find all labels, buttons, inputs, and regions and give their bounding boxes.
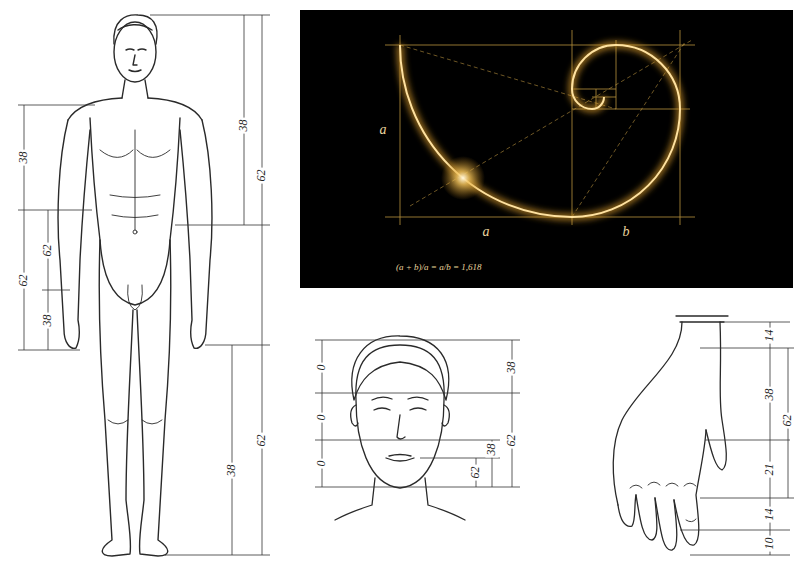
golden-spiral	[400, 45, 680, 217]
segment-letter: a	[380, 122, 387, 137]
ratio-formula: (a + b)/a = a/b = 1,618	[396, 263, 481, 273]
body-figure	[58, 15, 212, 556]
proportion-number: 21	[763, 461, 776, 477]
proportion-number: 62	[41, 242, 54, 258]
proportion-number: 38	[41, 312, 54, 328]
proportion-number: 62	[505, 432, 518, 448]
proportion-number: 0	[315, 458, 328, 468]
proportion-number: 38	[225, 462, 238, 478]
proportion-number: 38	[17, 149, 30, 165]
body-dimension-lines	[18, 15, 270, 555]
guide-lines	[385, 30, 695, 225]
golden-spiral-art	[300, 10, 793, 288]
proportion-number: 62	[17, 272, 30, 288]
segment-letter: b	[623, 224, 630, 239]
proportion-number: 62	[469, 464, 482, 480]
proportion-number: 62	[255, 167, 268, 183]
proportion-number: 0	[315, 412, 328, 422]
proportion-number: 0	[315, 362, 328, 372]
proportion-number: 38	[505, 359, 518, 375]
proportion-number: 62	[255, 432, 268, 448]
proportion-number: 62	[781, 412, 794, 428]
glow-point	[441, 156, 485, 200]
proportion-number: 38	[763, 386, 776, 402]
segment-letter: a	[483, 224, 490, 239]
proportion-number: 10	[763, 535, 776, 551]
proportion-number: 38	[485, 441, 498, 457]
proportion-number: 14	[763, 506, 776, 522]
golden-ratio-panel: a a b (a + b)/a = a/b = 1,618	[300, 10, 793, 288]
proportion-number: 14	[763, 327, 776, 343]
head-dimension-lines	[315, 340, 520, 487]
head-figure	[335, 336, 465, 520]
hand-figure	[613, 316, 728, 550]
hand-dimension-lines	[680, 322, 794, 555]
proportion-number: 38	[237, 117, 250, 133]
